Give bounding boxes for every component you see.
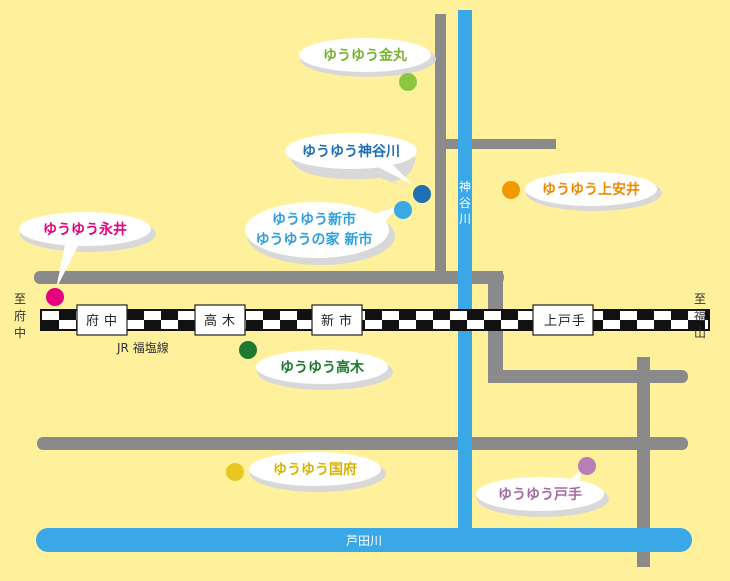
facility-takagi[interactable]: ゆうゆう高木 <box>239 341 393 390</box>
river-ashida <box>36 528 692 552</box>
facility-shinichi-label-1: ゆうゆう新市 <box>272 211 356 228</box>
station-takagi: 高木 <box>194 304 246 336</box>
river-kannabe-char-2: 谷 <box>459 196 471 210</box>
facility-takagi-marker <box>239 341 257 359</box>
facility-shinichi-label-2: ゆうゆうの家 新市 <box>256 231 373 248</box>
direction-left-char-1: 至 <box>14 292 26 306</box>
station-kamitode: 上戸手 <box>532 304 594 336</box>
railway-name: JR 福塩線 <box>116 340 169 355</box>
rail-pattern <box>42 311 708 329</box>
facility-shinichi[interactable]: ゆうゆう新市 ゆうゆうの家 新市 <box>245 201 412 265</box>
direction-left-char-2: 府 <box>14 308 26 323</box>
facility-kanemaru[interactable]: ゆうゆう金丸 <box>299 38 436 91</box>
facility-kokufu-marker <box>226 463 244 481</box>
facility-kannabegawa-marker <box>413 185 431 203</box>
facility-kannabegawa[interactable]: ゆうゆう神谷川 <box>285 133 431 203</box>
river-kannabe-char-1: 神 <box>459 180 471 194</box>
direction-right: 至 福 山 <box>694 292 706 340</box>
facility-kanemaru-label: ゆうゆう金丸 <box>323 47 408 64</box>
direction-left: 至 府 中 <box>14 292 26 340</box>
road-southeast-vertical <box>637 357 650 567</box>
facility-kanemaru-marker <box>399 73 417 91</box>
facility-nagai-marker <box>46 288 64 306</box>
direction-right-char-3: 山 <box>694 326 706 340</box>
road-east-horizontal <box>488 370 688 383</box>
station-takagi-label: 高木 <box>204 313 240 329</box>
facility-shinichi-marker <box>394 201 412 219</box>
facility-tode[interactable]: ゆうゆう戸手 <box>476 457 609 517</box>
station-kamitode-label: 上戸手 <box>544 314 586 329</box>
road-north-branch <box>446 139 556 149</box>
station-fuchu-label: 府中 <box>86 314 122 329</box>
facility-nagai[interactable]: ゆうゆう永井 <box>19 212 156 306</box>
direction-right-char-1: 至 <box>694 292 706 306</box>
direction-left-char-3: 中 <box>14 325 26 340</box>
road-main-horizontal <box>34 271 504 284</box>
facility-tode-marker <box>578 457 596 475</box>
station-fuchu: 府中 <box>76 304 128 336</box>
road-south-horizontal <box>37 437 688 450</box>
facility-kamiyasui[interactable]: ゆうゆう上安井 <box>502 172 662 211</box>
station-shinichi: 新市 <box>311 304 363 336</box>
facility-nagai-label: ゆうゆう永井 <box>43 221 127 238</box>
direction-right-char-2: 福 <box>694 308 706 323</box>
facility-kamiyasui-marker <box>502 181 520 199</box>
station-shinichi-label: 新市 <box>321 313 357 329</box>
facility-kannabegawa-label: ゆうゆう神谷川 <box>302 143 400 160</box>
railway-line <box>40 309 710 331</box>
facility-takagi-label: ゆうゆう高木 <box>280 359 365 376</box>
river-kannabe <box>458 10 472 538</box>
facility-kokufu[interactable]: ゆうゆう国府 <box>226 452 386 492</box>
river-kannabe-label: 神 谷 川 <box>459 180 471 226</box>
road-north-vertical <box>435 14 446 276</box>
river-ashida-label: 芦田川 <box>346 534 382 548</box>
facility-tode-label: ゆうゆう戸手 <box>498 486 582 503</box>
facility-kokufu-label: ゆうゆう国府 <box>273 461 357 478</box>
river-kannabe-char-3: 川 <box>459 212 471 226</box>
facility-kamiyasui-label: ゆうゆう上安井 <box>542 181 640 198</box>
